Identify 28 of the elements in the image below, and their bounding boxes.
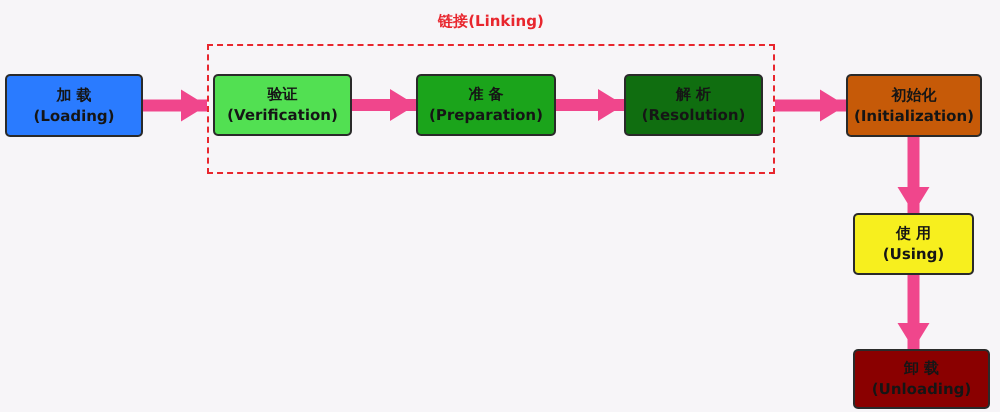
stage-title: 初始化 (892, 84, 936, 106)
stage-box (624, 74, 763, 136)
stage-subtitle: (Initialization) (854, 106, 974, 126)
stage-title: 解 析 (676, 84, 712, 105)
stage-title: 加 载 (56, 84, 92, 106)
stage-title: 卸 载 (904, 358, 940, 379)
stage-box (853, 213, 974, 275)
stage-subtitle: (Preparation) (429, 105, 543, 126)
stage-box (5, 74, 143, 137)
stage-box (853, 349, 990, 409)
arrow (898, 275, 930, 349)
stage-box (416, 74, 556, 136)
group-title: 链接(Linking) (436, 12, 545, 31)
stage-title: 验证 (268, 84, 298, 105)
arrow (556, 89, 624, 121)
stage-title: 准 备 (468, 84, 504, 105)
stage-box (213, 74, 352, 136)
arrow (143, 90, 207, 122)
arrow (898, 137, 930, 213)
stage-box (846, 74, 982, 137)
stage-subtitle: (Loading) (34, 106, 114, 126)
stage-subtitle: (Verification) (227, 105, 338, 126)
stage-subtitle: (Using) (882, 244, 944, 265)
arrow (352, 89, 416, 121)
stage-title: 使 用 (896, 223, 932, 244)
stage-subtitle: (Resolution) (642, 105, 746, 126)
arrow (775, 90, 846, 122)
stage-subtitle: (Unloading) (872, 379, 972, 400)
